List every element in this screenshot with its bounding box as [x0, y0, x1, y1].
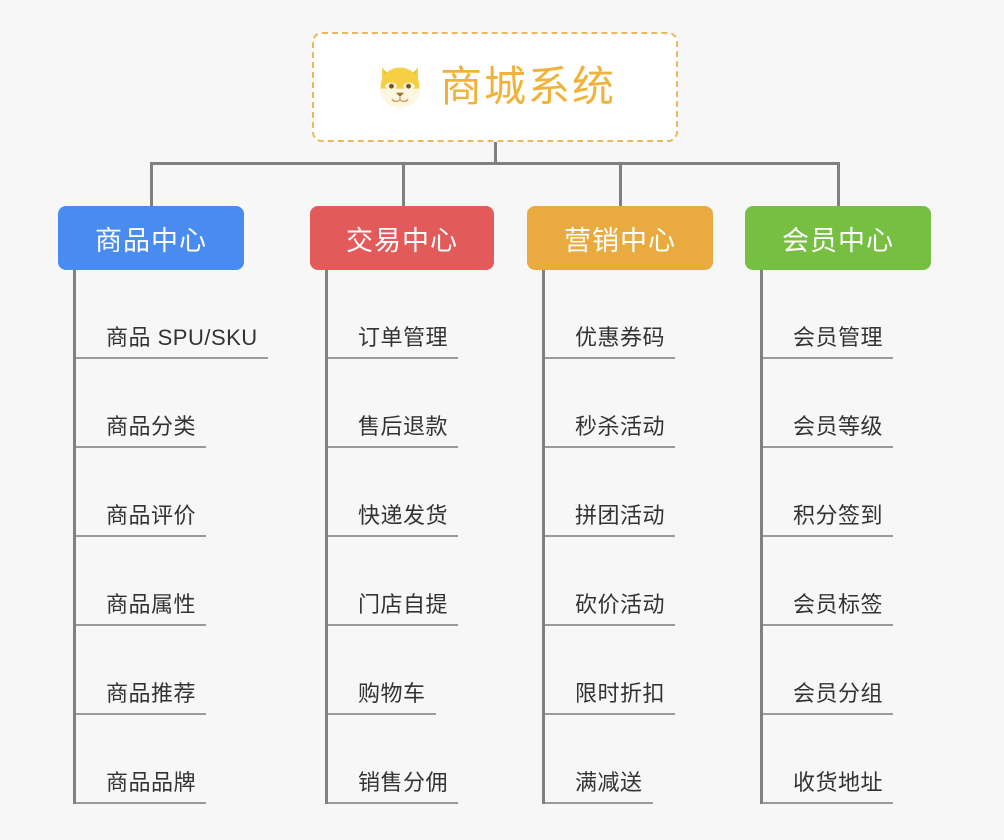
root-title: 商城系统 — [439, 63, 616, 110]
connector-drop-4 — [837, 162, 840, 206]
leaf-underline — [76, 713, 206, 715]
leaf-label: 收货地址 — [793, 770, 884, 795]
leaf-underline — [545, 713, 675, 715]
leaf-underline — [545, 446, 675, 448]
leaf-label: 商品品牌 — [106, 770, 197, 795]
branch-header-label-3: 营销中心 — [564, 225, 676, 256]
branch-member-center: 会员中心 会员管理 会员等级 积分签到 会员标签 会员分组 — [745, 206, 931, 804]
leaf-label: 会员分组 — [793, 681, 884, 706]
leaf-label: 商品属性 — [106, 592, 197, 617]
connector-drop-3 — [619, 162, 622, 206]
branch-header-1[interactable]: 商品中心 — [58, 206, 244, 270]
leaf-underline — [545, 357, 675, 359]
leaf-label: 秒杀活动 — [575, 414, 666, 439]
leaf-label: 限时折扣 — [575, 681, 666, 706]
leaf-underline — [763, 357, 893, 359]
leaf-item[interactable]: 门店自提 — [328, 537, 494, 626]
leaf-underline — [545, 535, 675, 537]
leaf-underline — [76, 535, 206, 537]
leaf-item[interactable]: 优惠券码 — [545, 270, 713, 359]
leaf-label: 会员等级 — [793, 414, 884, 439]
branch-header-3[interactable]: 营销中心 — [527, 206, 713, 270]
leaf-list-4: 会员管理 会员等级 积分签到 会员标签 会员分组 收货地址 — [760, 270, 931, 804]
shiba-dog-face-icon — [380, 67, 420, 108]
leaf-underline — [328, 446, 458, 448]
leaf-underline — [763, 624, 893, 626]
leaf-label: 优惠券码 — [575, 325, 666, 350]
leaf-underline — [76, 624, 206, 626]
connector-drop-1 — [150, 162, 153, 206]
leaf-label: 砍价活动 — [575, 592, 666, 617]
leaf-underline — [545, 802, 653, 804]
leaf-item[interactable]: 购物车 — [328, 626, 494, 715]
leaf-item[interactable]: 商品品牌 — [76, 715, 244, 804]
leaf-list-3: 优惠券码 秒杀活动 拼团活动 砍价活动 限时折扣 满减送 — [542, 270, 713, 804]
leaf-label: 积分签到 — [793, 503, 884, 528]
leaf-item[interactable]: 会员等级 — [763, 359, 931, 448]
branch-header-label-1: 商品中心 — [95, 225, 207, 256]
leaf-item[interactable]: 会员分组 — [763, 626, 931, 715]
leaf-item[interactable]: 销售分佣 — [328, 715, 494, 804]
leaf-label: 商品推荐 — [106, 681, 197, 706]
leaf-item[interactable]: 秒杀活动 — [545, 359, 713, 448]
leaf-list-2: 订单管理 售后退款 快递发货 门店自提 购物车 销售分佣 — [325, 270, 494, 804]
leaf-item[interactable]: 会员标签 — [763, 537, 931, 626]
connector-drop-2 — [402, 162, 405, 206]
leaf-item[interactable]: 订单管理 — [328, 270, 494, 359]
leaf-item[interactable]: 限时折扣 — [545, 626, 713, 715]
leaf-underline — [328, 713, 436, 715]
leaf-item[interactable]: 售后退款 — [328, 359, 494, 448]
leaf-item[interactable]: 商品评价 — [76, 448, 244, 537]
leaf-label: 满减送 — [575, 770, 643, 795]
leaf-underline — [328, 802, 458, 804]
connector-root-stem — [494, 142, 497, 164]
leaf-item[interactable]: 快递发货 — [328, 448, 494, 537]
leaf-underline — [545, 624, 675, 626]
leaf-underline — [76, 357, 268, 359]
leaf-label: 商品 SPU/SKU — [106, 325, 258, 350]
branch-trade-center: 交易中心 订单管理 售后退款 快递发货 门店自提 购物车 — [310, 206, 494, 804]
leaf-item[interactable]: 砍价活动 — [545, 537, 713, 626]
leaf-label: 门店自提 — [358, 592, 449, 617]
branch-header-label-4: 会员中心 — [782, 225, 894, 256]
leaf-item[interactable]: 商品分类 — [76, 359, 244, 448]
leaf-label: 购物车 — [358, 681, 426, 706]
leaf-label: 会员管理 — [793, 325, 884, 350]
leaf-item[interactable]: 积分签到 — [763, 448, 931, 537]
leaf-underline — [763, 713, 893, 715]
leaf-label: 快递发货 — [358, 503, 449, 528]
leaf-underline — [76, 802, 206, 804]
branch-header-4[interactable]: 会员中心 — [745, 206, 931, 270]
leaf-underline — [763, 535, 893, 537]
leaf-item[interactable]: 拼团活动 — [545, 448, 713, 537]
leaf-label: 售后退款 — [358, 414, 449, 439]
leaf-item[interactable]: 满减送 — [545, 715, 713, 804]
leaf-label: 商品分类 — [106, 414, 197, 439]
leaf-item[interactable]: 商品属性 — [76, 537, 244, 626]
branch-product-center: 商品中心 商品 SPU/SKU 商品分类 商品评价 商品属性 商品推荐 — [58, 206, 268, 804]
leaf-label: 拼团活动 — [575, 503, 666, 528]
leaf-label: 订单管理 — [358, 325, 449, 350]
leaf-underline — [328, 535, 458, 537]
leaf-item[interactable]: 会员管理 — [763, 270, 931, 359]
connector-horizontal-bus — [150, 162, 839, 165]
leaf-label: 商品评价 — [106, 503, 197, 528]
leaf-item[interactable]: 商品 SPU/SKU — [76, 270, 268, 359]
leaf-list-1: 商品 SPU/SKU 商品分类 商品评价 商品属性 商品推荐 商品品牌 — [73, 270, 268, 804]
leaf-underline — [763, 446, 893, 448]
leaf-item[interactable]: 商品推荐 — [76, 626, 244, 715]
leaf-label: 会员标签 — [793, 592, 884, 617]
leaf-underline — [76, 446, 206, 448]
leaf-label: 销售分佣 — [358, 770, 449, 795]
branch-header-2[interactable]: 交易中心 — [310, 206, 494, 270]
leaf-item[interactable]: 收货地址 — [763, 715, 931, 804]
branch-header-label-2: 交易中心 — [346, 225, 458, 256]
root-node[interactable]: 商城系统 — [312, 32, 678, 142]
leaf-underline — [328, 357, 458, 359]
branch-marketing-center: 营销中心 优惠券码 秒杀活动 拼团活动 砍价活动 限时折扣 — [527, 206, 713, 804]
leaf-underline — [328, 624, 458, 626]
leaf-underline — [763, 802, 893, 804]
